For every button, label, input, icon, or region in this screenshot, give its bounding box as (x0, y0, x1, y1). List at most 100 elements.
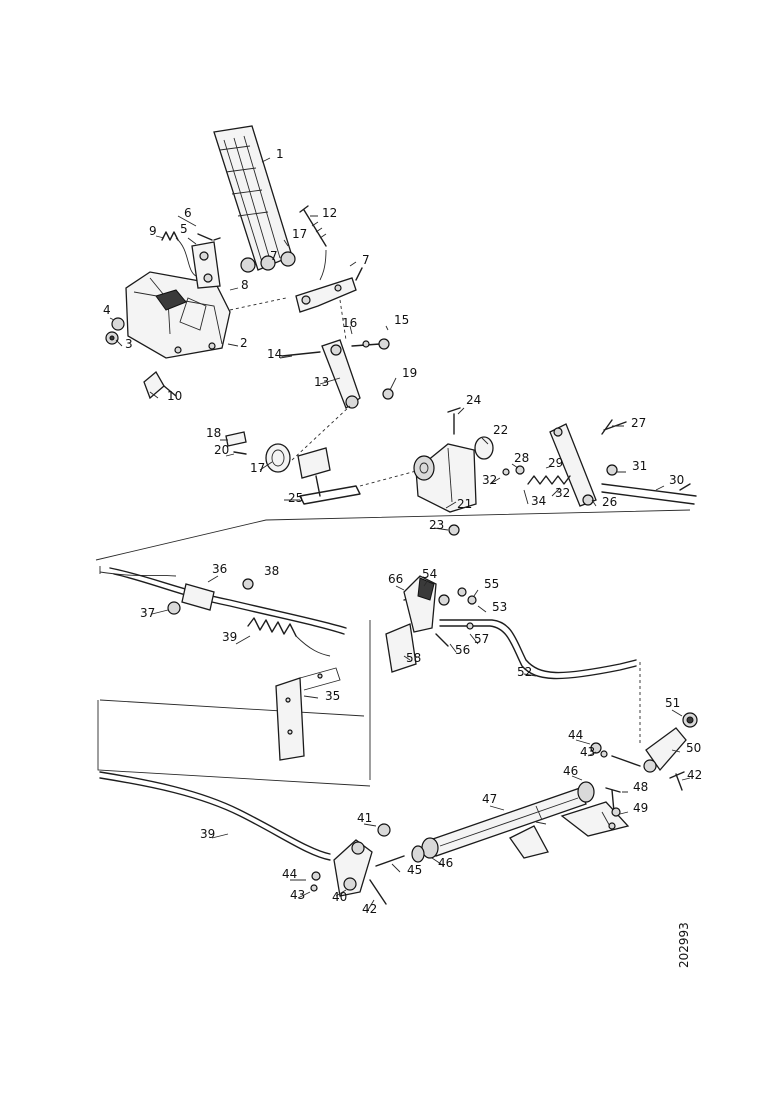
bush-17 (265, 443, 291, 473)
callout-c15: 15 (394, 313, 409, 327)
callout-c20: 20 (214, 443, 229, 457)
callout-c46b: 46 (563, 764, 578, 778)
callout-c44b: 44 (568, 728, 583, 742)
bush-22 (474, 436, 494, 460)
callout-c23: 23 (429, 518, 444, 532)
rod-30 (601, 464, 697, 505)
callout-c38: 38 (264, 564, 279, 578)
body-panel-outline (95, 509, 691, 787)
bracket-35 (275, 667, 341, 761)
callout-c4: 4 (103, 303, 111, 317)
callout-c13: 13 (314, 375, 329, 389)
callout-c44: 44 (282, 867, 297, 881)
callout-c47: 47 (482, 792, 497, 806)
end-lever-40 (310, 823, 425, 905)
callout-c2: 2 (240, 336, 248, 350)
callout-c53: 53 (492, 600, 507, 614)
callout-c58: 58 (406, 651, 421, 665)
callout-c32: 32 (482, 473, 497, 487)
callout-c42b: 42 (687, 768, 702, 782)
callout-c52: 52 (517, 665, 532, 679)
arm-13 (281, 338, 394, 410)
callout-c56: 56 (455, 643, 470, 657)
callout-c57: 57 (474, 632, 489, 646)
callout-c51: 51 (665, 696, 680, 710)
leader-lines (109, 157, 691, 911)
callout-c49: 49 (633, 801, 648, 815)
bolt-48-49 (605, 787, 621, 830)
callout-c10: 10 (167, 389, 182, 403)
callout-c42: 42 (362, 902, 377, 916)
accelerator-pedal (213, 125, 296, 273)
callout-c26: 26 (602, 495, 617, 509)
callout-c17b: 17 (250, 461, 265, 475)
callout-c46: 46 (438, 856, 453, 870)
callout-c35: 35 (325, 689, 340, 703)
lever-25-shaft (297, 447, 421, 505)
callout-c9: 9 (149, 224, 157, 238)
callout-c14: 14 (267, 347, 282, 361)
bracket-6-8 (191, 233, 221, 289)
callout-c12: 12 (322, 206, 337, 220)
callout-c54: 54 (422, 567, 437, 581)
cable-39-lower (99, 771, 331, 861)
callout-c43b: 43 (580, 745, 595, 759)
callout-c22: 22 (493, 423, 508, 437)
rod-52 (435, 619, 637, 680)
bolt-12 (299, 205, 327, 281)
callout-c48: 48 (633, 780, 648, 794)
callout-c37: 37 (140, 606, 155, 620)
cross-shaft-47 (421, 781, 595, 859)
bushing-3-4 (105, 317, 125, 345)
callout-c55: 55 (484, 577, 499, 591)
callout-c39: 39 (222, 630, 237, 644)
stop-10 (143, 371, 177, 400)
callout-c7: 7 (362, 253, 370, 267)
bracket-21 (413, 407, 477, 536)
callout-c18: 18 (206, 426, 221, 440)
callout-c28: 28 (514, 451, 529, 465)
lever-54-66 (403, 575, 477, 633)
callout-c16: 16 (342, 316, 357, 330)
spring-32 (502, 465, 571, 485)
spring-9 (161, 231, 197, 277)
callout-c40: 40 (332, 890, 347, 904)
callout-c36: 36 (212, 562, 227, 576)
callout-c19: 19 (402, 366, 417, 380)
callout-c21: 21 (457, 497, 472, 511)
callout-c1: 1 (276, 147, 284, 161)
callout-c27: 27 (631, 416, 646, 430)
spring-39 (247, 617, 331, 657)
callout-c39b: 39 (200, 827, 215, 841)
callout-c6: 6 (184, 206, 192, 220)
cable-guide-36-39 (109, 567, 347, 635)
dashed-link-upper (229, 297, 351, 461)
callout-c41: 41 (357, 811, 372, 825)
callout-c34: 34 (531, 494, 546, 508)
callout-c24: 24 (466, 393, 481, 407)
callout-c43: 43 (290, 888, 305, 902)
callout-c30: 30 (669, 473, 684, 487)
end-lever-50 (590, 712, 698, 791)
pedal-base-housing (125, 271, 231, 359)
callout-c8: 8 (241, 278, 249, 292)
callout-c7b: 7 (270, 249, 278, 263)
callout-c25: 25 (288, 491, 303, 505)
callout-c45: 45 (407, 863, 422, 877)
callout-c50: 50 (686, 741, 701, 755)
callout-c29: 29 (548, 456, 563, 470)
callout-c66: 66 (388, 572, 403, 586)
callout-c3: 3 (125, 337, 133, 351)
callout-c5: 5 (180, 222, 188, 236)
callout-c31: 31 (632, 459, 647, 473)
callout-c17: 17 (292, 227, 307, 241)
drawing-reference-number: 202993 (677, 922, 691, 968)
lever-7 (295, 267, 363, 313)
pin-18-20 (225, 431, 247, 455)
callout-c32b: 32 (555, 486, 570, 500)
lever-26 (549, 419, 627, 507)
